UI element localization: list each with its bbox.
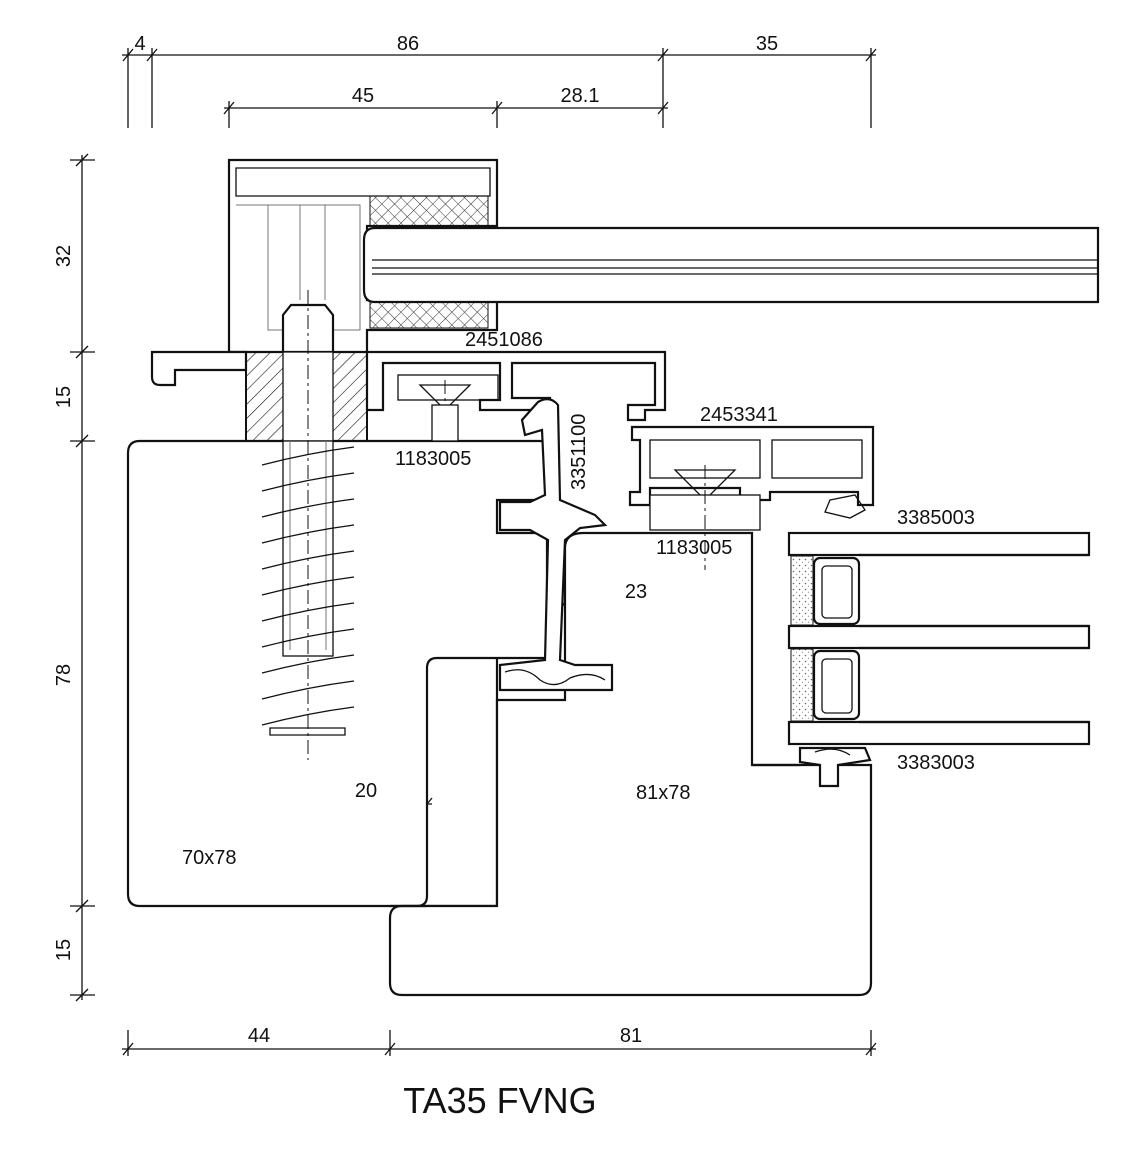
gasket-3351100: [498, 398, 614, 692]
drawing-title: TA35 FVNG: [403, 1080, 596, 1121]
part-3351100: 3351100: [568, 414, 590, 490]
screw-thread: [261, 654, 355, 674]
dim-left-78: 78: [53, 664, 75, 686]
dim-left-15-bottom: 15: [53, 939, 75, 961]
dimension-labels: 4 86 35 45 28.1 32 15 78 15 44 81 23 20: [53, 33, 778, 1047]
section-labels: 70x78 81x78: [182, 782, 691, 869]
cross-hatch-gasket-bottom: [369, 299, 489, 329]
dim-bottom-81: 81: [620, 1025, 642, 1047]
screw-thread: [261, 628, 355, 648]
screw: [261, 290, 355, 760]
dim-inner-20: 20: [355, 780, 377, 802]
screw-thread: [261, 498, 355, 518]
part-3385003: 3385003: [897, 507, 975, 529]
screw-thread: [261, 446, 355, 466]
dim-top-45: 45: [352, 85, 374, 107]
part-number-labels: 2451086 2453341 3351100 1183005 1183005 …: [395, 329, 975, 774]
screw-thread: [261, 680, 355, 700]
frame-profile-left: [126, 439, 549, 908]
profile-2453341: [628, 425, 875, 507]
screw-thread: [261, 706, 355, 726]
profile-2451086: [365, 350, 667, 422]
screw-thread: [261, 472, 355, 492]
dim-top-28-1: 28.1: [561, 85, 600, 107]
dim-top-86: 86: [397, 33, 419, 55]
label-frame-70x78: 70x78: [182, 847, 237, 869]
gasket-3383003: [798, 746, 872, 788]
part-3383003: 3383003: [897, 752, 975, 774]
left-clip-profile: [150, 350, 248, 387]
cross-hatch-gasket-top: [369, 195, 489, 227]
upper-glazing-panel: [362, 226, 1100, 304]
part-2453341: 2453341: [700, 404, 778, 426]
part-1183005-right: 1183005: [656, 537, 732, 559]
dim-left-15-top: 15: [53, 386, 75, 408]
dim-inner-23: 23: [625, 581, 647, 603]
dim-top-35: 35: [756, 33, 778, 55]
part-2451086: 2451086: [465, 329, 543, 351]
dim-left-32: 32: [53, 245, 75, 267]
screw-thread: [261, 524, 355, 544]
dim-bottom-44: 44: [248, 1025, 270, 1047]
label-sash-81x78: 81x78: [636, 782, 691, 804]
dim-top-4: 4: [134, 33, 145, 55]
part-1183005-left: 1183005: [395, 448, 471, 470]
right-glazing-unit: [787, 531, 1091, 746]
